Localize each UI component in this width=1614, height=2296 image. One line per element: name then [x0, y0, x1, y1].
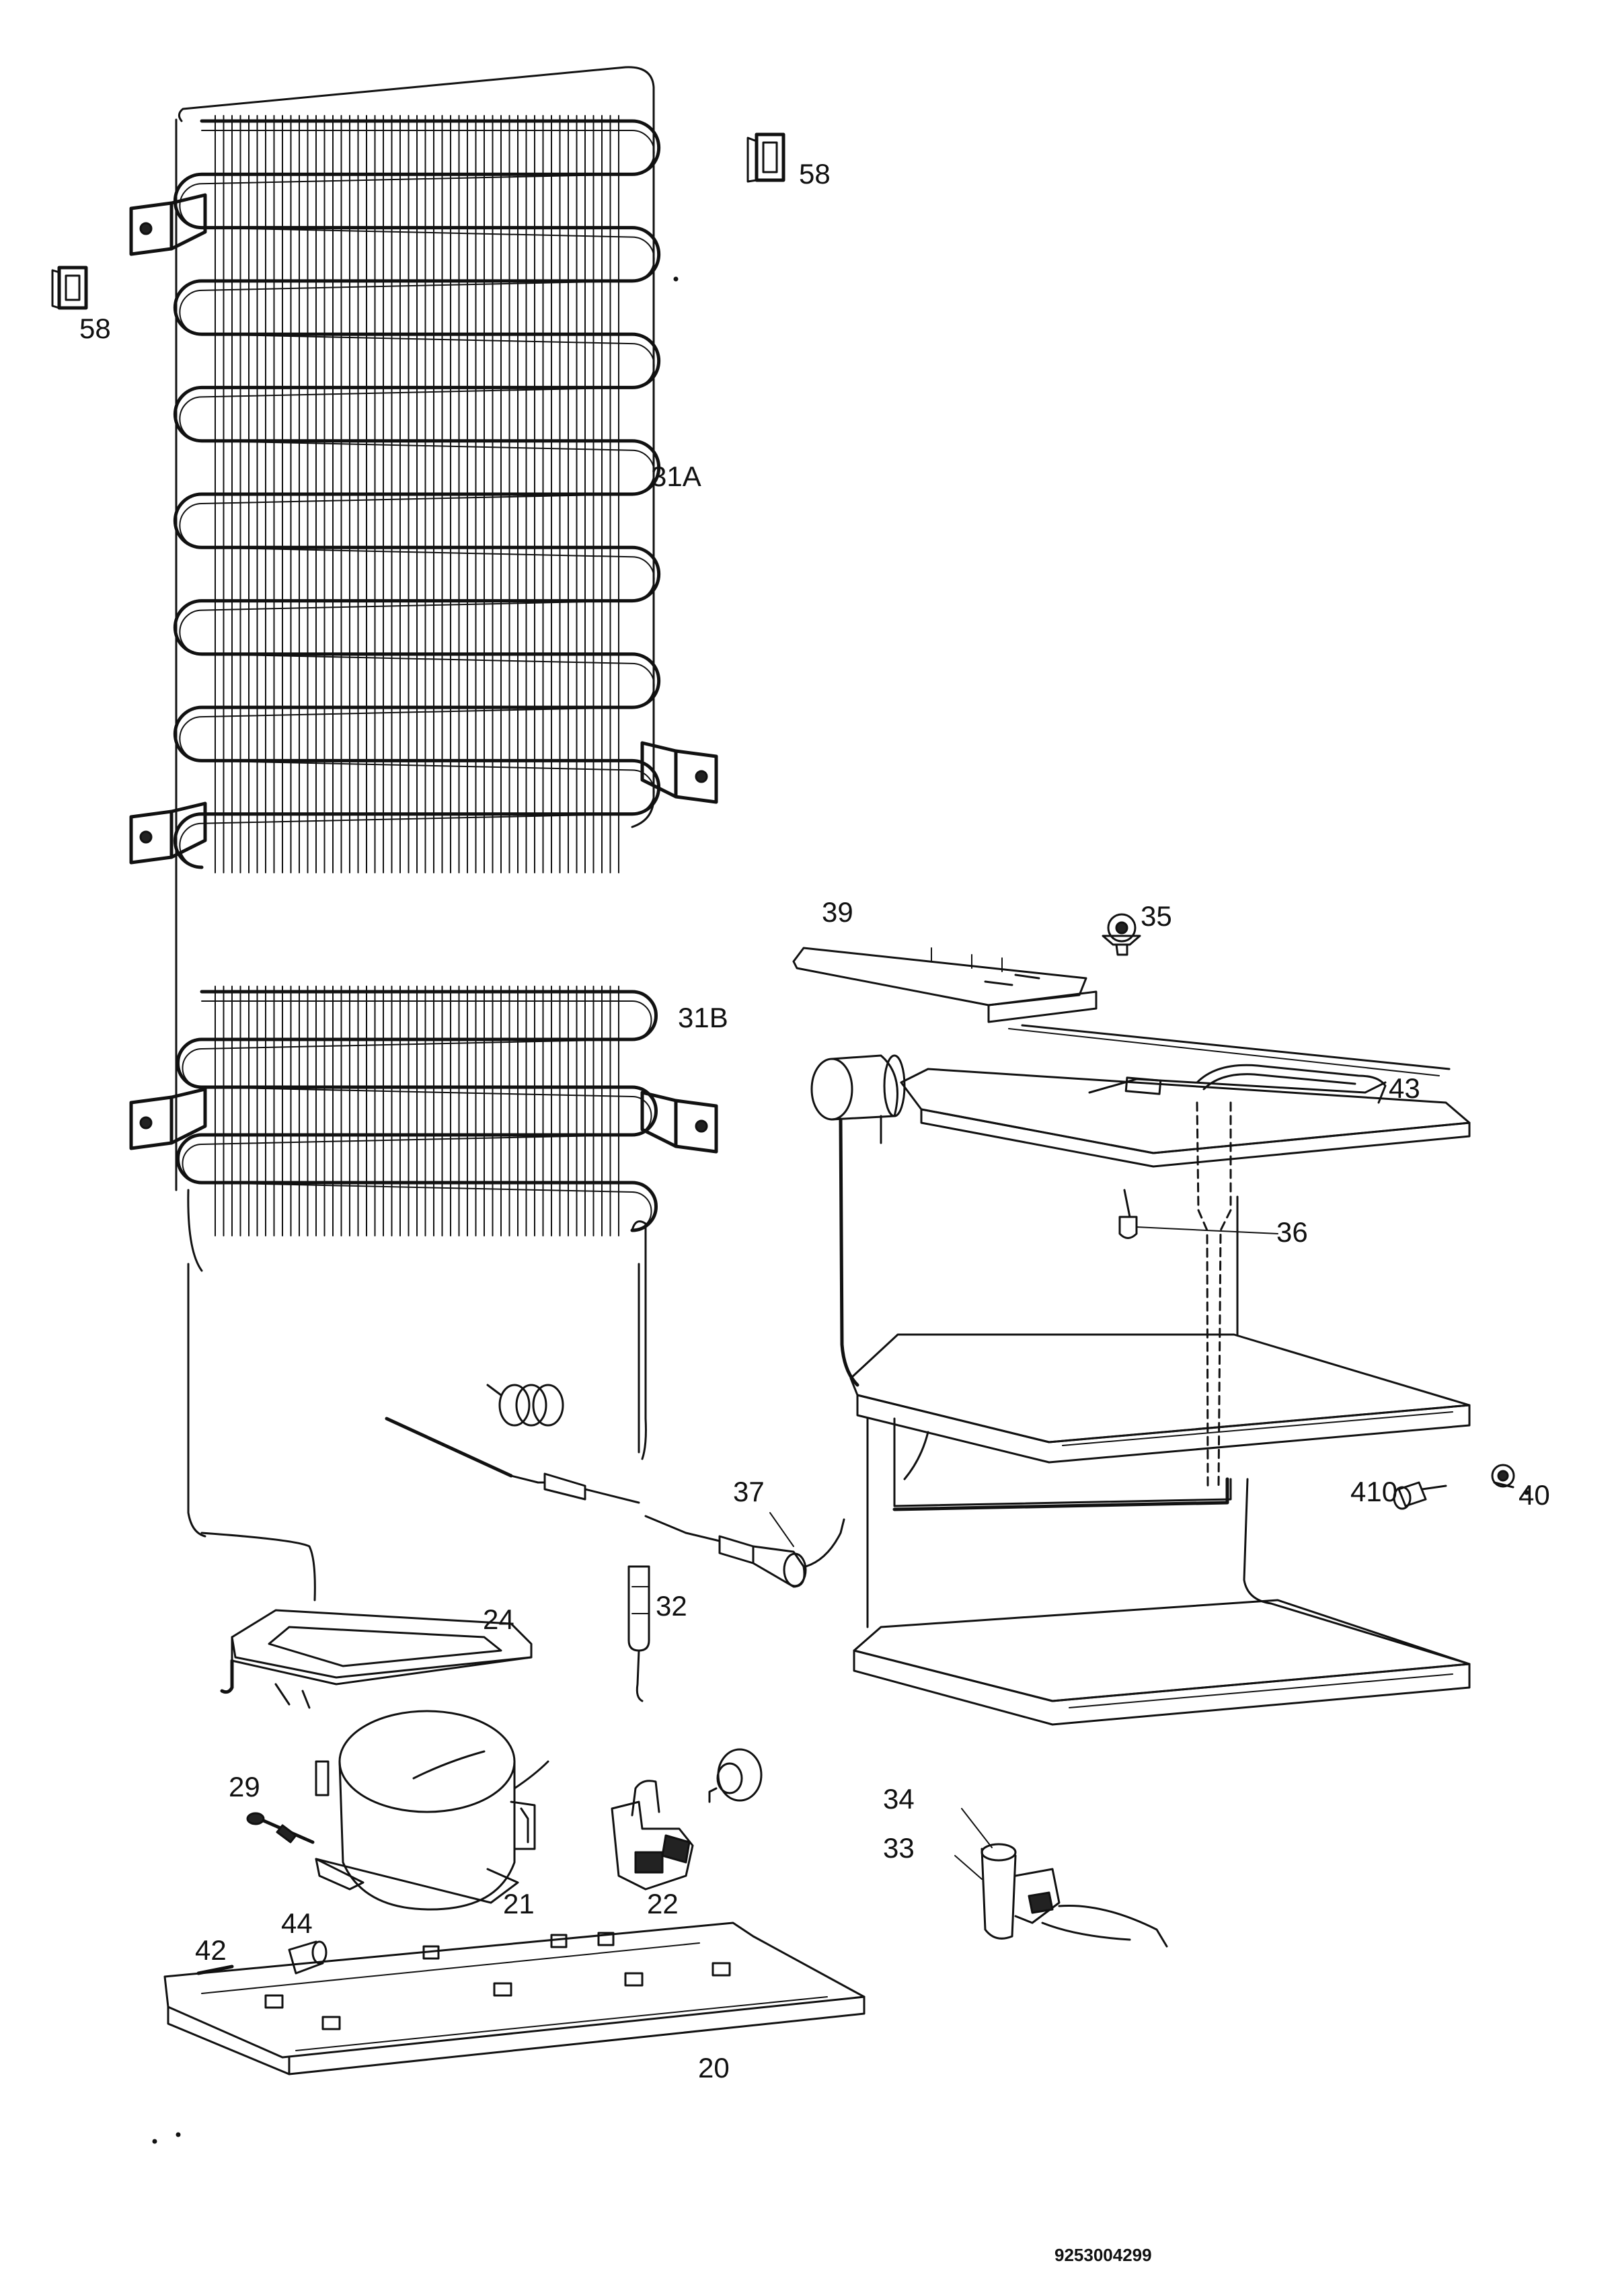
document-number: 9253004299 — [1054, 2245, 1152, 2265]
condenser-coil-lower — [176, 986, 658, 1236]
part-label-58-top: 58 — [799, 158, 831, 190]
coil-mounting-brackets — [129, 193, 718, 1154]
part-label-20: 20 — [698, 2052, 730, 2084]
thermal-probe-part-32 — [627, 1565, 650, 1702]
part-label-22: 22 — [647, 1888, 679, 1919]
fitting-part-410 — [1393, 1481, 1447, 1510]
part-label-43: 43 — [1389, 1072, 1420, 1104]
part-label-44: 44 — [281, 1907, 313, 1939]
evaporator-frame — [810, 1024, 1471, 1726]
capacitor-part-33 — [954, 1808, 1168, 1948]
part-label-410: 410 — [1350, 1476, 1398, 1507]
compressor-part-21 — [315, 1710, 549, 1911]
part-label-24: 24 — [483, 1604, 514, 1635]
nut-part-40 — [1491, 1464, 1515, 1489]
part-label-34: 34 — [883, 1783, 915, 1815]
part-label-33: 33 — [883, 1832, 915, 1864]
screw-part-35 — [1102, 913, 1141, 956]
part-label-42: 42 — [195, 1934, 227, 1966]
cover-plate-part-39 — [792, 947, 1098, 1023]
part-label-32: 32 — [656, 1590, 687, 1622]
bushing-part-44 — [288, 1940, 328, 1975]
part-label-35: 35 — [1141, 900, 1172, 932]
part-label-21: 21 — [503, 1888, 535, 1919]
part-label-37: 37 — [733, 1476, 765, 1507]
condenser-outlet-pipes — [187, 1220, 647, 1601]
drip-tray-part-24 — [220, 1609, 533, 1709]
part-label-58-left: 58 — [79, 313, 111, 344]
part-label-31b: 31B — [678, 1002, 728, 1033]
pin-part-36 — [1118, 1189, 1278, 1239]
part-label-36: 36 — [1276, 1216, 1308, 1248]
relay-part-22 — [611, 1748, 763, 1891]
speck-marks — [152, 276, 1529, 2144]
part-label-29: 29 — [229, 1771, 260, 1803]
condenser-coil-upper — [173, 66, 661, 1272]
part-label-39: 39 — [822, 896, 853, 928]
base-plate-part-20 — [163, 1922, 866, 2075]
clip-part-58-left — [51, 266, 88, 310]
clip-part-58-right — [746, 132, 785, 183]
part-label-31a: 31A — [651, 461, 701, 492]
grommet-part-29 — [246, 1812, 315, 1844]
part-label-40: 40 — [1519, 1479, 1550, 1511]
filter-drier-assembly — [385, 1384, 845, 1588]
